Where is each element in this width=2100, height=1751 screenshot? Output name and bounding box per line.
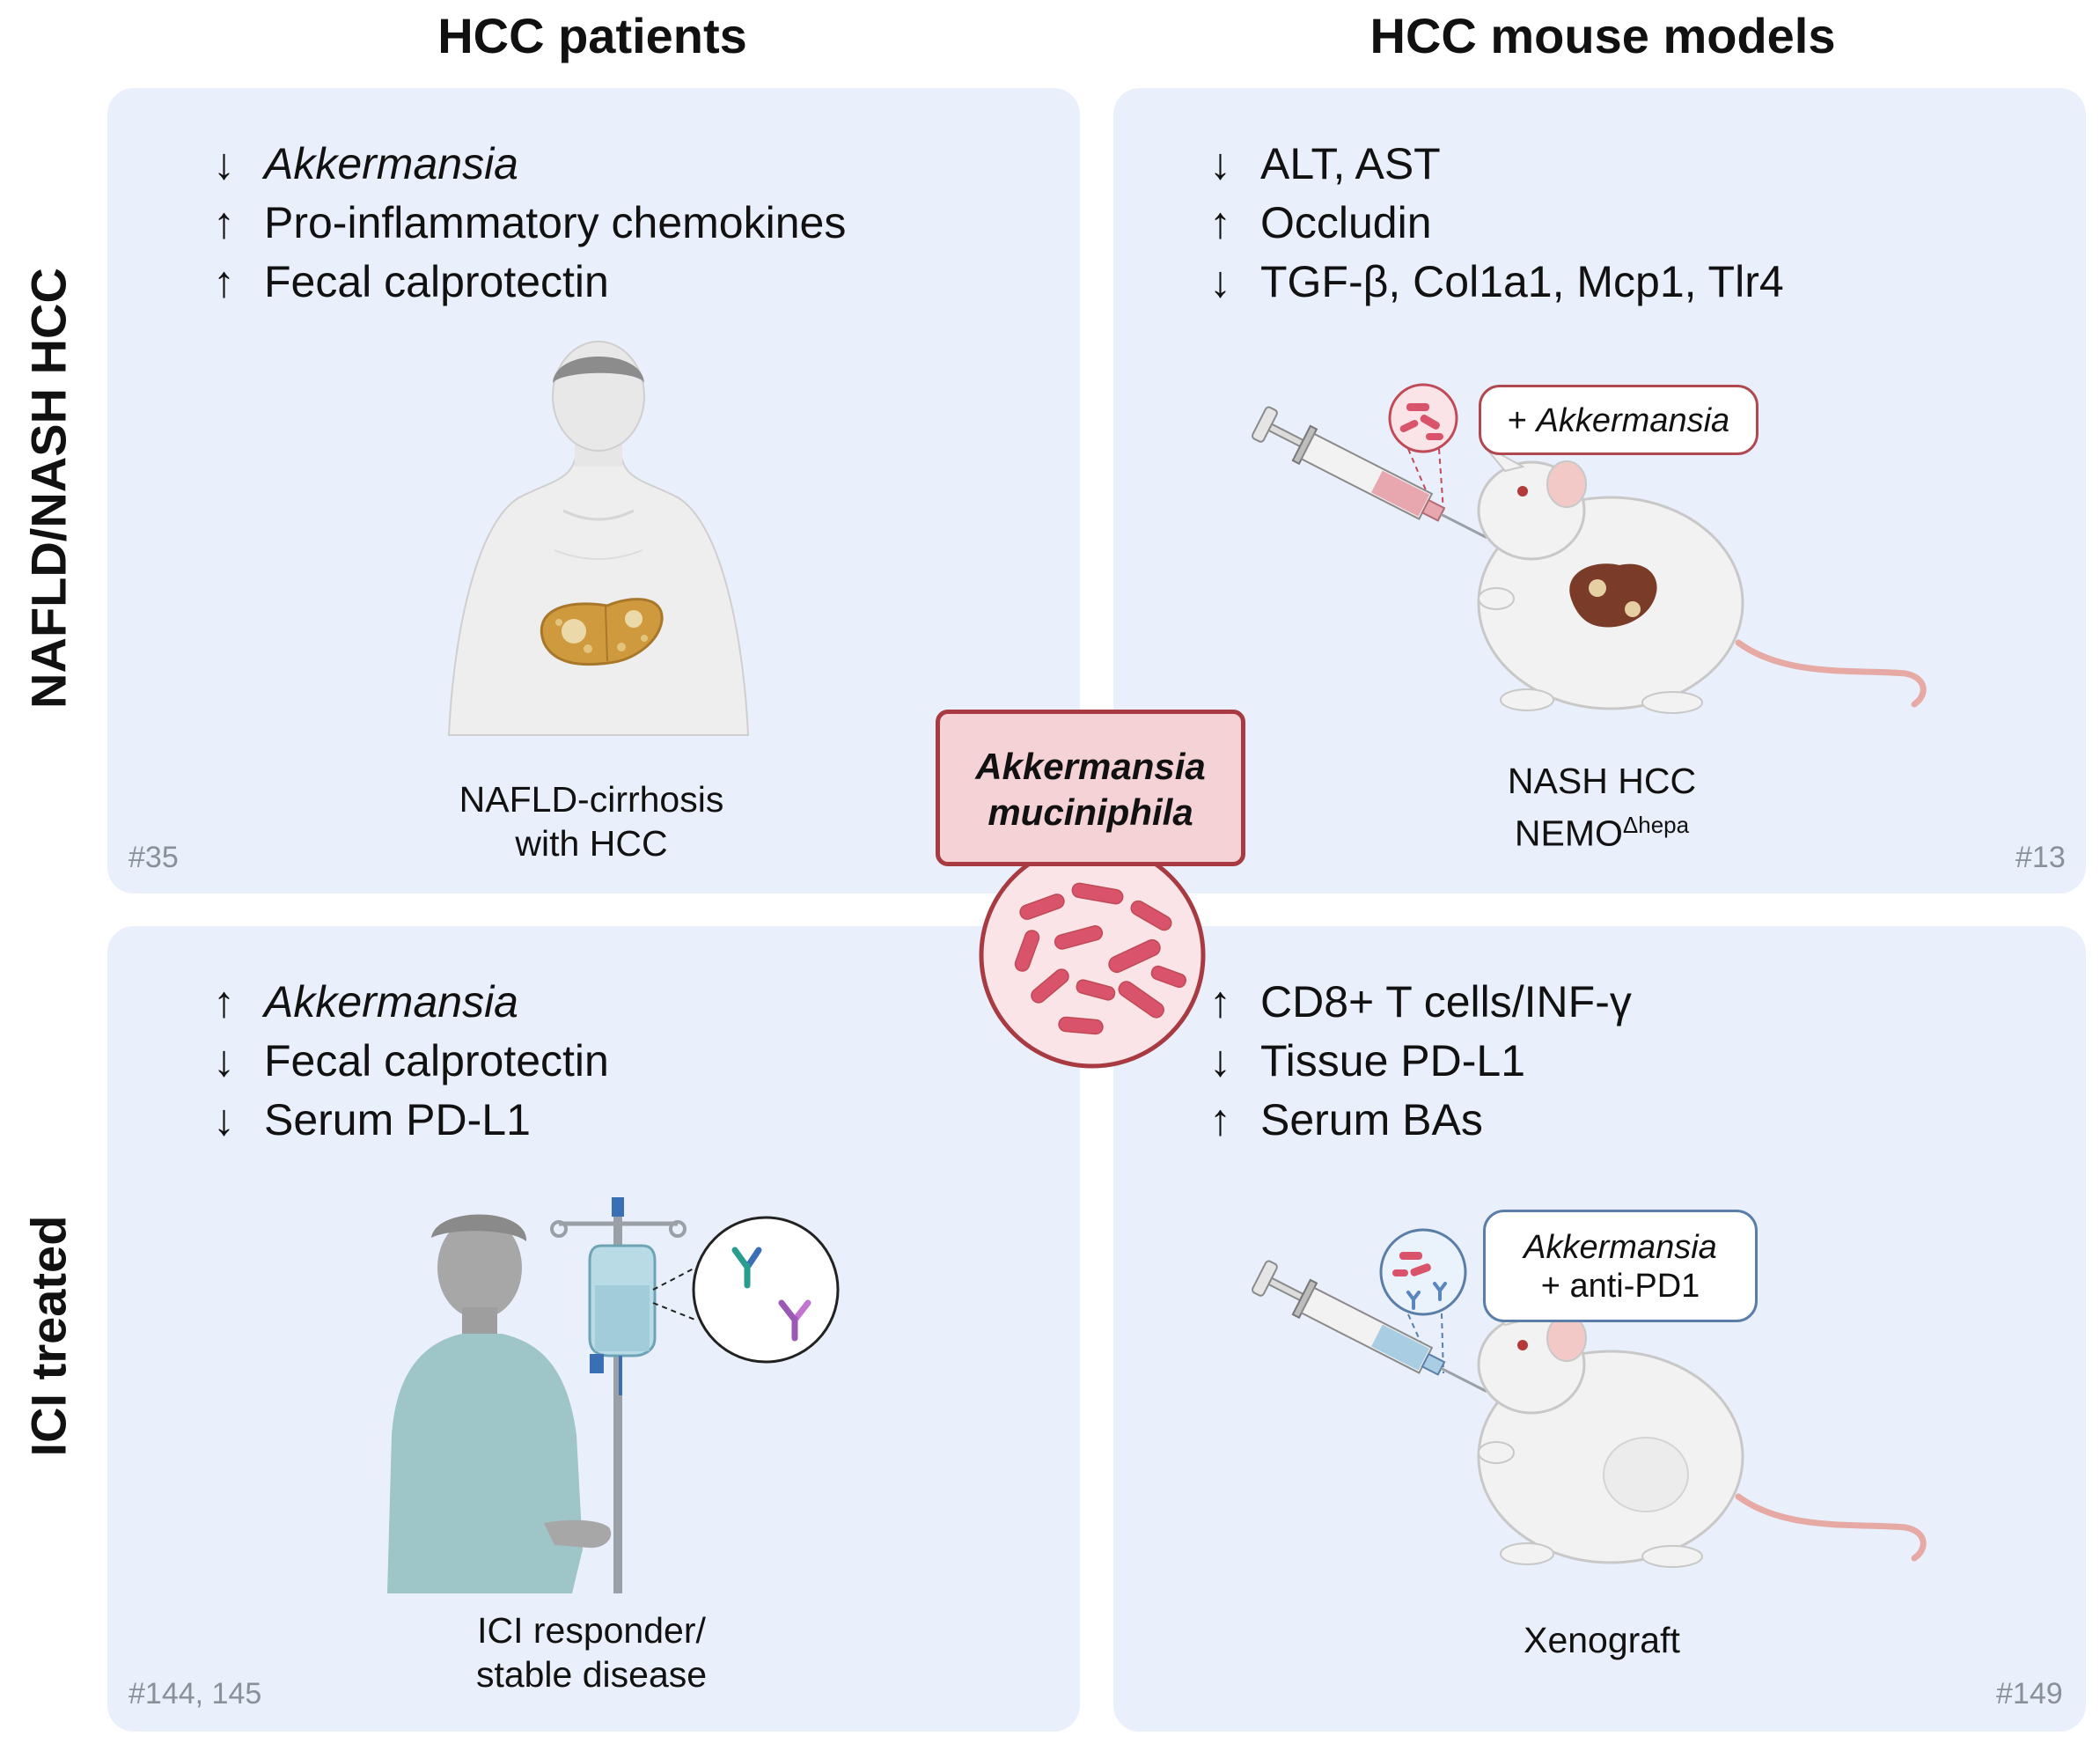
findings-bottom-left: ↑ Akkermansia ↓ Fecal calprotectin ↓ Serum …	[213, 973, 609, 1150]
caption-line: NAFLD-cirrhosis	[459, 779, 724, 820]
organism-species: muciniphila	[988, 791, 1193, 833]
caption-line: stable disease	[475, 1654, 708, 1695]
reference-top-left: #35	[128, 841, 179, 874]
down-arrow-icon: ↓	[1209, 139, 1231, 188]
down-arrow-icon: ↓	[213, 139, 235, 188]
finding-row: ↓ Serum PD-L1	[213, 1091, 609, 1150]
column-header-hcc-patients: HCC patients	[437, 8, 747, 63]
mouse-syringe-icon	[1252, 1228, 1927, 1568]
finding-row: ↑ Pro-inflammatory chemokines	[213, 194, 846, 253]
panel-top-right	[1113, 88, 2086, 894]
finding-row: ↓ Fecal calprotectin	[213, 1032, 609, 1091]
finding-row: ↑ Akkermansia	[213, 973, 609, 1032]
row-header-nafld-nash-hcc: NAFLD/NASH HCC	[20, 268, 77, 709]
finding-text: Occludin	[1260, 198, 1432, 247]
caption-line: NASH HCC	[1507, 761, 1697, 801]
caption-line: Xenograft	[1524, 1620, 1680, 1660]
caption-bottom-left: ICI responder/ stable disease	[415, 1608, 767, 1696]
finding-row: ↓ Akkermansia	[213, 135, 846, 194]
down-arrow-icon: ↓	[213, 1036, 235, 1085]
finding-row: ↑ Serum BAs	[1209, 1091, 1632, 1150]
findings-top-right: ↓ ALT, AST ↑ Occludin ↓ TGF-β, Col1a1, Mcp1…	[1209, 135, 1784, 312]
pill-text: Akkermansia	[1536, 402, 1730, 439]
row-header-ici-treated: ICI treated	[20, 1215, 77, 1457]
finding-row: ↑ CD8+ T cells/INF-γ	[1209, 973, 1632, 1032]
mouse-syringe-icon	[1252, 383, 1927, 714]
finding-text: Fecal calprotectin	[264, 1036, 609, 1085]
pill-prefix: +	[1507, 402, 1537, 439]
caption-top-right: NASH HCC NEMOΔhepa	[1426, 759, 1778, 856]
finding-text: Pro-inflammatory chemokines	[264, 198, 847, 247]
treatment-pill-akkermansia: + Akkermansia	[1479, 385, 1759, 455]
pill-line: Akkermansia	[1524, 1229, 1717, 1266]
up-arrow-icon: ↑	[1209, 977, 1231, 1026]
up-arrow-icon: ↑	[213, 977, 235, 1026]
caption-line: NEMOΔhepa	[1426, 803, 1778, 856]
up-arrow-icon: ↑	[213, 198, 235, 247]
finding-text: Serum BAs	[1260, 1095, 1483, 1144]
down-arrow-icon: ↓	[213, 1095, 235, 1144]
bacteria-cluster-icon	[979, 842, 1206, 1069]
finding-text: Akkermansia	[264, 977, 518, 1026]
organism-genus: Akkermansia	[975, 746, 1206, 787]
patient-liver-icon	[447, 341, 750, 736]
finding-text: Tissue PD-L1	[1260, 1036, 1526, 1085]
finding-text: CD8+ T cells/INF-γ	[1260, 977, 1632, 1026]
finding-row: ↓ Tissue PD-L1	[1209, 1032, 1632, 1091]
center-organism-label: Akkermansia muciniphila	[936, 710, 1245, 866]
column-header-hcc-mouse-models: HCC mouse models	[1369, 8, 1836, 63]
reference-bottom-left: #144, 145	[128, 1677, 262, 1711]
findings-top-left: ↓ Akkermansia ↑ Pro-inflammatory chemokine…	[213, 135, 846, 312]
down-arrow-icon: ↓	[1209, 257, 1231, 306]
finding-row: ↑ Occludin	[1209, 194, 1784, 253]
down-arrow-icon: ↓	[1209, 1036, 1231, 1085]
finding-row: ↑ Fecal calprotectin	[213, 253, 846, 312]
caption-superscript: Δhepa	[1622, 812, 1690, 838]
finding-text: Serum PD-L1	[264, 1095, 531, 1144]
patient-iv-drip-icon	[387, 1197, 840, 1593]
caption-line: ICI responder/	[477, 1610, 706, 1651]
panel-bottom-right	[1113, 926, 2086, 1732]
finding-row: ↓ ALT, AST	[1209, 135, 1784, 194]
finding-text: Akkermansia	[264, 139, 518, 188]
finding-text: TGF-β, Col1a1, Mcp1, Tlr4	[1260, 257, 1784, 306]
finding-text: Fecal calprotectin	[264, 257, 609, 306]
reference-bottom-right: #149	[1996, 1677, 2063, 1711]
findings-bottom-right: ↑ CD8+ T cells/INF-γ ↓ Tissue PD-L1 ↑ Serum…	[1209, 973, 1632, 1150]
up-arrow-icon: ↑	[1209, 1095, 1231, 1144]
finding-text: ALT, AST	[1260, 139, 1441, 188]
caption-line: with HCC	[515, 823, 668, 864]
up-arrow-icon: ↑	[213, 257, 235, 306]
treatment-pill-akkermansia-anti-pd1: Akkermansia + anti-PD1	[1483, 1210, 1758, 1322]
caption-bottom-right: Xenograft	[1426, 1618, 1778, 1662]
caption-base: NEMO	[1514, 813, 1623, 854]
reference-top-right: #13	[2016, 841, 2066, 874]
finding-row: ↓ TGF-β, Col1a1, Mcp1, Tlr4	[1209, 253, 1784, 312]
caption-top-left: NAFLD-cirrhosis with HCC	[415, 777, 767, 865]
pill-line: + anti-PD1	[1540, 1268, 1700, 1305]
up-arrow-icon: ↑	[1209, 198, 1231, 247]
